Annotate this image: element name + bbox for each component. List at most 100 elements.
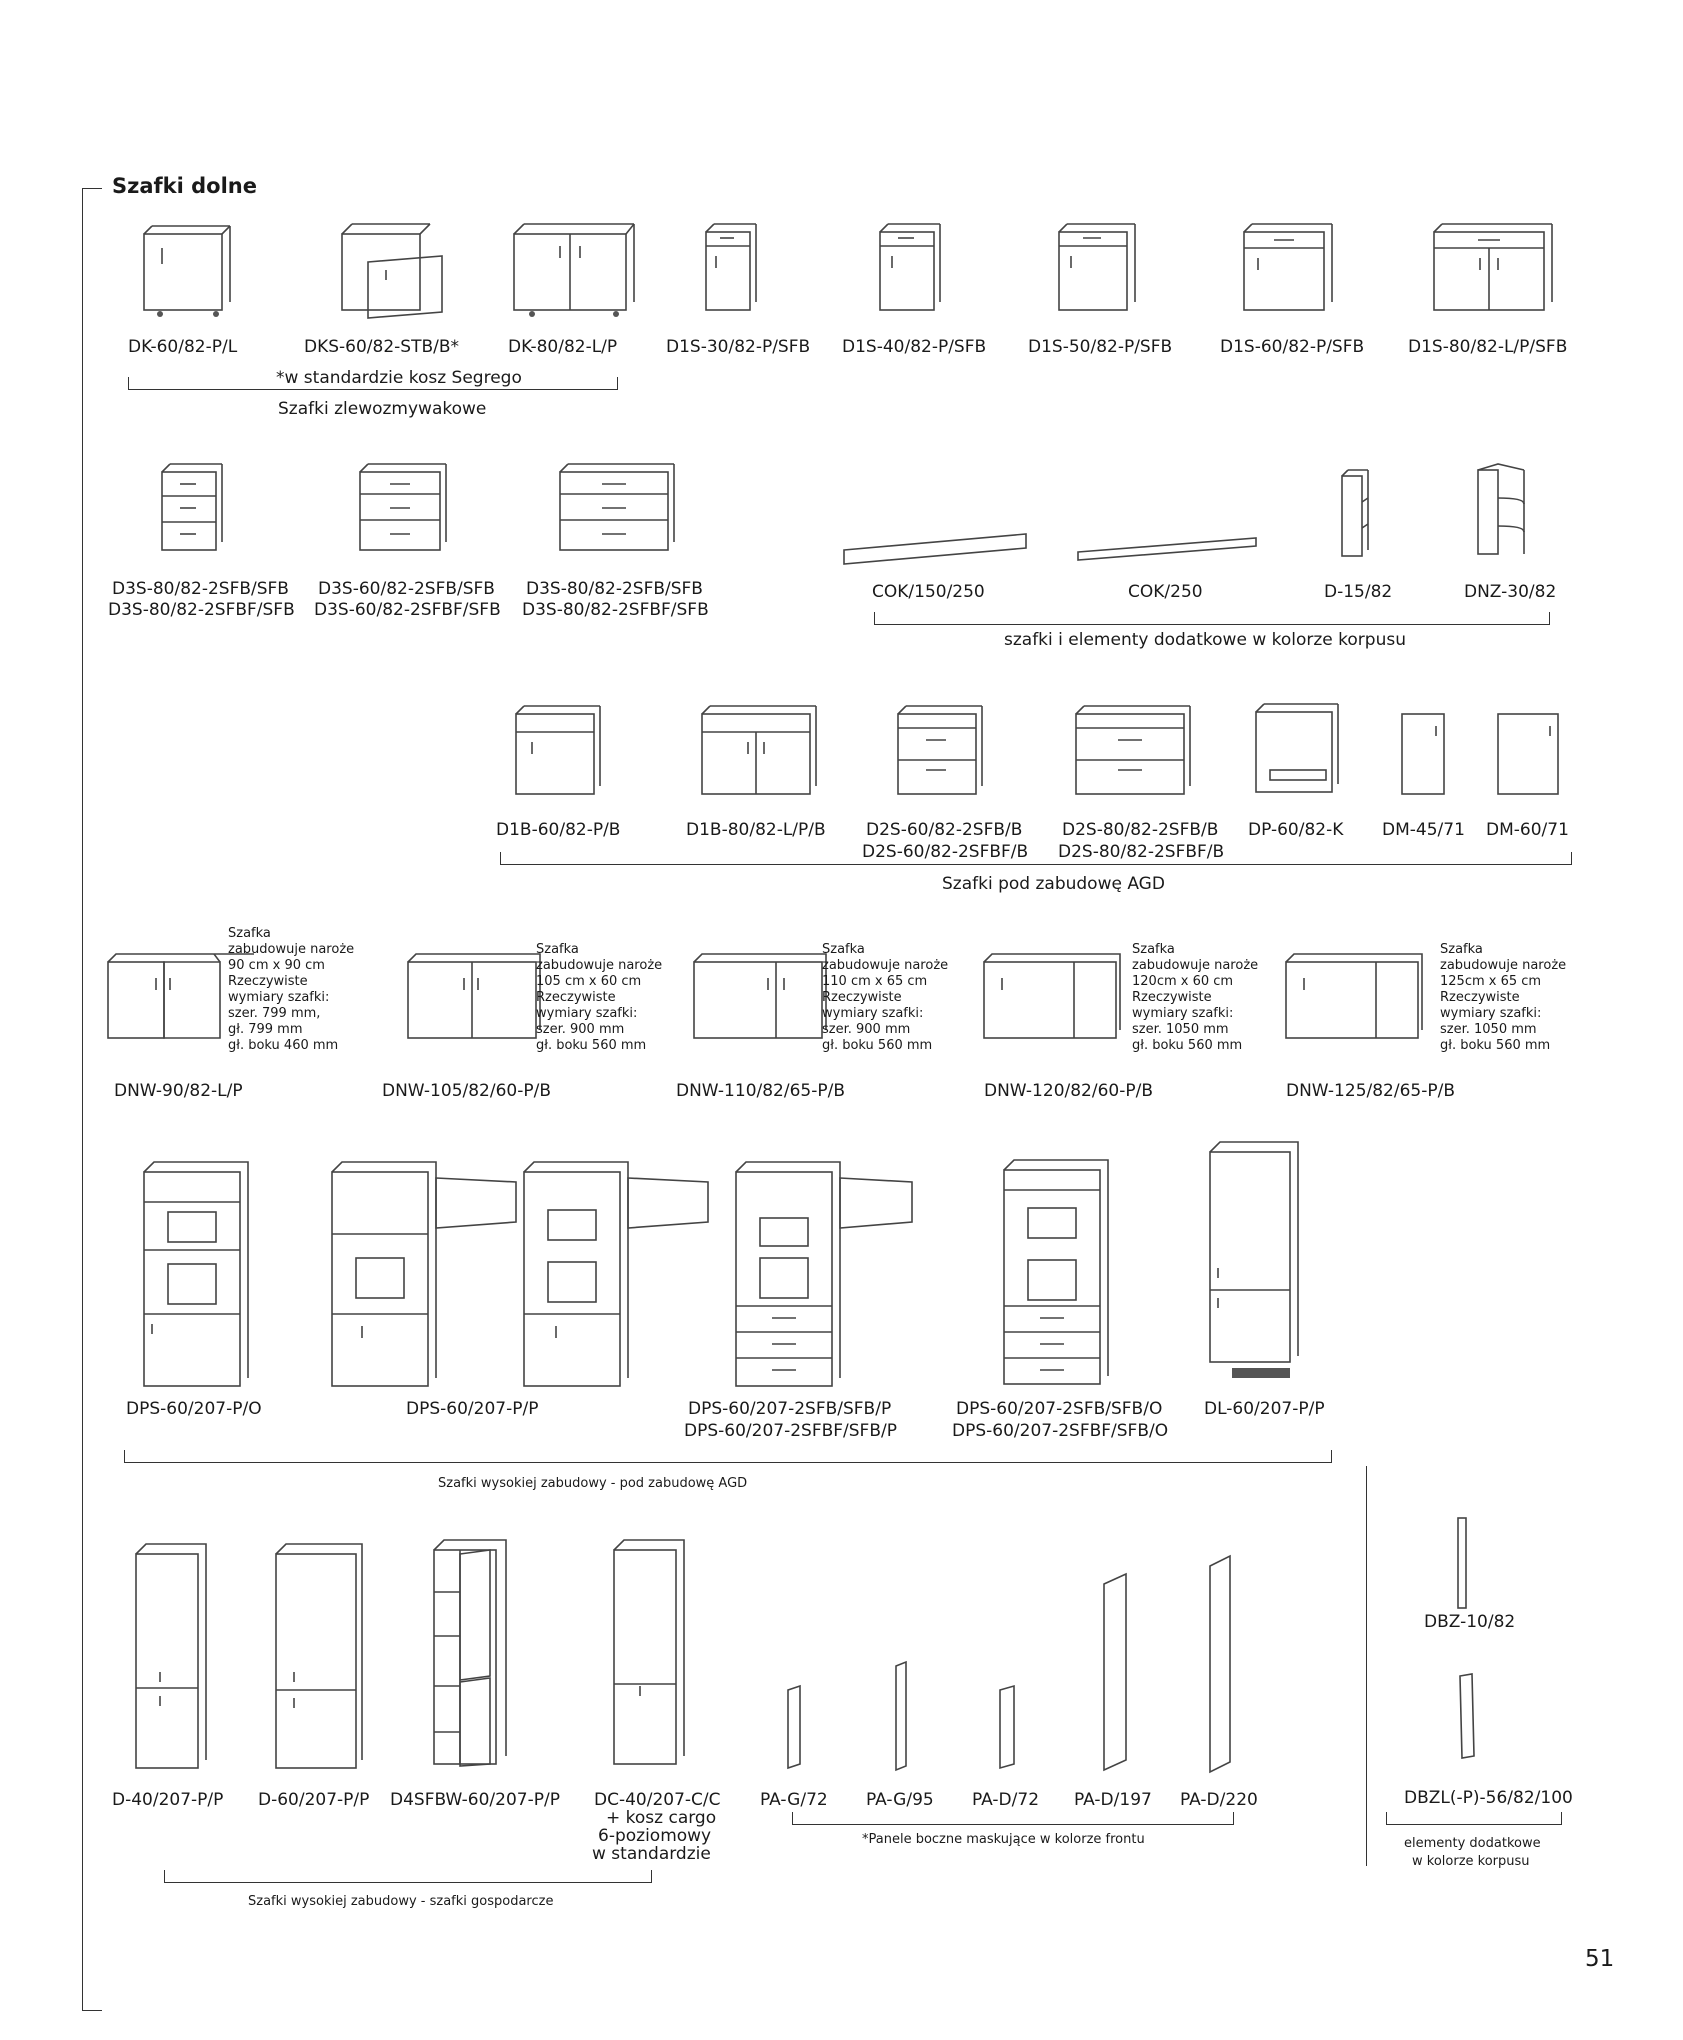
label-d1b80: D1B-80/82-L/P/B: [686, 820, 826, 840]
corner-dnw110-image: [693, 953, 827, 1039]
dnw90-desc-line: szer. 799 mm,: [228, 1006, 321, 1021]
tall-d4sfbw-image: [433, 1539, 507, 1767]
side-separator: [1366, 1466, 1367, 1866]
label-dnw105: DNW-105/82/60-P/B: [382, 1081, 552, 1101]
label-d60: D-60/207-P/P: [258, 1790, 370, 1810]
dnw105-desc-line: Rzeczywiste: [536, 990, 616, 1005]
label-dnw120: DNW-120/82/60-P/B: [984, 1081, 1154, 1101]
label-d3s60-1: D3S-60/82-2SFB/SFB: [318, 579, 495, 599]
side-extras-label-2: w kolorze korpusu: [1412, 1854, 1530, 1869]
label-dps60-2sfb-p-1: DPS-60/207-2SFB/SFB/P: [688, 1399, 892, 1419]
label-d1s50: D1S-50/82-P/SFB: [1028, 337, 1173, 357]
corner-dnw90-image: [107, 953, 254, 1039]
dnw110-desc-line: szer. 900 mm: [822, 1022, 911, 1037]
tall-dc40-image: [613, 1539, 685, 1765]
label-d1s80: D1S-80/82-L/P/SFB: [1408, 337, 1568, 357]
dnw90-desc-line: Rzeczywiste: [228, 974, 308, 989]
dnw105-desc-line: wymiary szafki:: [536, 1006, 638, 1021]
cabinet-d3s80-b-image: [559, 463, 675, 551]
panels-bracket: [792, 1812, 1234, 1825]
dnw90-desc-line: zabudowuje naroże: [228, 942, 355, 957]
corner-dnw125-image: [1285, 953, 1423, 1039]
sink-group-bracket: [128, 377, 618, 390]
cabinet-d1s50-image: [1058, 223, 1136, 311]
label-dc40-2: + kosz cargo: [606, 1808, 717, 1828]
filler-dbzl-image: [1459, 1673, 1475, 1759]
section-title: Szafki dolne: [112, 174, 257, 198]
label-d1s30: D1S-30/82-P/SFB: [666, 337, 811, 357]
dnw120-desc-line: Szafka: [1132, 942, 1175, 957]
cabinet-d1s60-image: [1243, 223, 1333, 311]
label-d1b60: D1B-60/82-P/B: [496, 820, 621, 840]
tall-storage-bracket: [164, 1870, 652, 1883]
panel-pag95-image: [895, 1660, 907, 1772]
dnw105-desc-line: 105 cm x 60 cm: [536, 974, 642, 989]
label-dbzl: DBZL(-P)-56/82/100: [1404, 1788, 1573, 1808]
dnw125-desc-line: Rzeczywiste: [1440, 990, 1520, 1005]
label-dnw90: DNW-90/82-L/P: [114, 1081, 243, 1101]
dnw120-desc-line: szer. 1050 mm: [1132, 1022, 1229, 1037]
extras-bracket: [874, 612, 1550, 625]
label-pad197: PA-D/197: [1074, 1790, 1152, 1810]
tall-dps60-pp2-image: [523, 1161, 709, 1387]
dnw105-desc-line: Szafka: [536, 942, 579, 957]
dnw110-desc-line: Rzeczywiste: [822, 990, 902, 1005]
label-d3s60-2: D3S-60/82-2SFBF/SFB: [314, 600, 501, 620]
label-pag95: PA-G/95: [866, 1790, 934, 1810]
dnw90-desc-line: 90 cm x 90 cm: [228, 958, 325, 973]
label-dm60: DM-60/71: [1486, 820, 1569, 840]
cabinet-dk60-image: [143, 225, 231, 317]
label-d2s80-1: D2S-80/82-2SFB/B: [1062, 820, 1219, 840]
label-cok250: COK/250: [1128, 582, 1203, 602]
cabinet-d1s40-image: [879, 223, 941, 311]
label-pad220: PA-D/220: [1180, 1790, 1258, 1810]
label-d2s60-2: D2S-60/82-2SFBF/B: [862, 842, 1029, 862]
panel-pad220-image: [1209, 1554, 1231, 1774]
dnw125-desc: Szafka zabudowuje naroże 125cm x 65 cm R…: [1440, 942, 1566, 1054]
label-dc40-3: 6-poziomowy: [598, 1826, 712, 1846]
tall-dps60-pp-image: [331, 1161, 517, 1387]
label-cok150: COK/150/250: [872, 582, 985, 602]
tall-storage-label: Szafki wysokiej zabudowy - szafki gospod…: [248, 1894, 554, 1909]
filler-dbz10-image: [1457, 1517, 1467, 1609]
frame-left-line: [82, 188, 83, 2010]
label-dnz30: DNZ-30/82: [1464, 582, 1557, 602]
panel-pag72-image: [787, 1684, 801, 1770]
cabinet-dnz30-image: [1477, 463, 1525, 555]
label-dp60: DP-60/82-K: [1248, 820, 1344, 840]
cabinet-d3s80-a-image: [161, 463, 223, 551]
label-d2s80-2: D2S-80/82-2SFBF/B: [1058, 842, 1225, 862]
label-dbz10: DBZ-10/82: [1424, 1612, 1516, 1632]
dnw125-desc-line: Szafka: [1440, 942, 1483, 957]
dnw120-desc-line: Rzeczywiste: [1132, 990, 1212, 1005]
tall-dps60-2sfb-p-image: [735, 1161, 913, 1387]
dnw105-desc-line: gł. boku 560 mm: [536, 1038, 647, 1053]
dnw120-desc-line: 120cm x 60 cm: [1132, 974, 1234, 989]
label-dl60: DL-60/207-P/P: [1204, 1399, 1325, 1419]
label-pag72: PA-G/72: [760, 1790, 828, 1810]
label-dc40-4: w standardzie: [592, 1844, 711, 1864]
dnw110-desc-line: 110 cm x 65 cm: [822, 974, 928, 989]
tall-d40-image: [135, 1543, 207, 1769]
door-dm45-image: [1401, 713, 1445, 795]
plinth-cok250-image: [1077, 537, 1257, 561]
panel-pad72-image: [999, 1684, 1015, 1770]
sink-group-label: Szafki zlewozmywakowe: [278, 399, 487, 419]
label-dnw125: DNW-125/82/65-P/B: [1286, 1081, 1456, 1101]
dnw120-desc-line: wymiary szafki:: [1132, 1006, 1234, 1021]
dnw120-desc: Szafka zabudowuje naroże 120cm x 60 cm R…: [1132, 942, 1258, 1054]
cabinet-dks60-image: [341, 223, 443, 319]
cabinet-dp60-image: [1255, 703, 1339, 793]
tall-d60-image: [275, 1543, 363, 1769]
label-dk60: DK-60/82-P/L: [128, 337, 238, 357]
label-d2s60-1: D2S-60/82-2SFB/B: [866, 820, 1023, 840]
label-dps60-2sfb-p-2: DPS-60/207-2SFBF/SFB/P: [684, 1421, 897, 1441]
label-d3s80-a-1: D3S-80/82-2SFB/SFB: [112, 579, 289, 599]
dnw105-desc-line: szer. 900 mm: [536, 1022, 625, 1037]
page-number: 51: [1585, 1946, 1615, 1972]
dnw110-desc: Szafka zabudowuje naroże 110 cm x 65 cm …: [822, 942, 948, 1054]
cabinet-d2s80-image: [1075, 705, 1191, 795]
cabinet-d2s60-image: [897, 705, 983, 795]
dnw110-desc-line: zabudowuje naroże: [822, 958, 949, 973]
tall-dl60-image: [1209, 1141, 1299, 1378]
